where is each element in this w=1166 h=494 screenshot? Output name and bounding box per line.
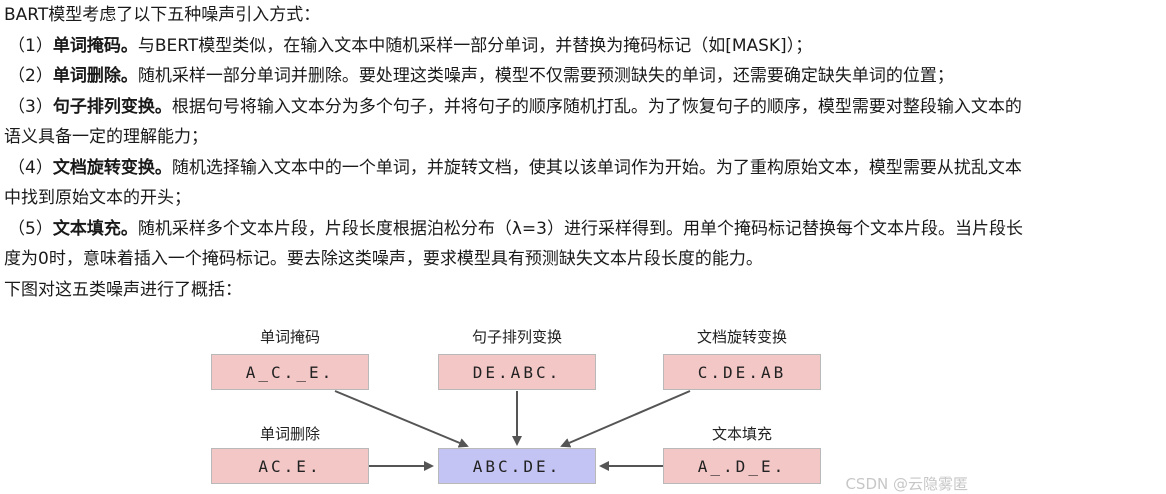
token-masking-box: A_C._E. <box>211 354 369 390</box>
token-deletion-box: AC.E. <box>211 448 369 484</box>
item-prefix: （4） <box>8 157 53 178</box>
document-rotation-box: C.DE.AB <box>663 354 821 390</box>
item-continuation: 度为0时，意味着插入一个掩码标记。要去除这类噪声，要求模型具有预测缺失文本片段长… <box>4 249 763 269</box>
item-token-masking: （1）单词掩码。与BERT模型类似，在输入文本中随机采样一部分单词，并替换为掩码… <box>4 31 1166 62</box>
item-prefix: （2） <box>8 66 53 86</box>
item-text-infilling: （5）文本填充。随机采样多个文本片段，片段长度根据泊松分布（λ=3）进行采样得到… <box>4 214 1166 245</box>
item-title: 文本填充。 <box>52 218 138 239</box>
item-body: 随机选择输入文本中的一个单词，并旋转文档，使其以该单词作为开始。为了重构原始文本… <box>171 157 1022 178</box>
sentence-permutation-label: 句子排列变换 <box>471 328 562 346</box>
intro-line: BART模型考虑了以下五种噪声引入方式： <box>4 5 321 25</box>
csdn-watermark: CSDN @云隐雾匿 <box>845 475 968 493</box>
original-text-box: ABC.DE. <box>438 448 596 484</box>
diagram-arrows <box>334 390 691 471</box>
item-title: 句子排列变换。 <box>52 96 172 117</box>
arrow-from-document-rotation <box>560 390 691 448</box>
item-body: 随机采样多个文本片段，片段长度根据泊松分布（λ=3）进行采样得到。用单个掩码标记… <box>137 218 1023 239</box>
item-document-rotation: （4）文档旋转变换。随机选择输入文本中的一个单词，并旋转文档，使其以该单词作为开… <box>4 153 1166 184</box>
item-prefix: （3） <box>8 96 53 117</box>
item-sentence-permutation: （3）句子排列变换。根据句号将输入文本分为多个句子，并将句子的顺序随机打乱。为了… <box>4 92 1166 123</box>
item-body: 根据句号将输入文本分为多个句子，并将句子的顺序随机打乱。为了恢复句子的顺序，模型… <box>171 96 1022 117</box>
item-body: 随机采样一部分单词并删除。要处理这类噪声，模型不仅需要预测缺失的单词，还需要确定… <box>137 66 954 86</box>
arrow-from-token-masking <box>334 390 469 448</box>
document-rotation-label: 文档旋转变换 <box>696 328 787 346</box>
noise-diagram: 单词掩码 A_C._E. 句子排列变换 DE.ABC. 文档旋转变换 C.DE.… <box>205 320 825 490</box>
item-prefix: （5） <box>8 218 53 239</box>
item-title: 单词删除。 <box>52 66 138 86</box>
item-continuation: 语义具备一定的理解能力； <box>4 127 208 147</box>
item-title: 单词掩码。 <box>52 35 138 56</box>
token-masking-label: 单词掩码 <box>259 328 320 346</box>
text-infilling-box: A_.D_E. <box>663 448 821 484</box>
article-text: BART模型考虑了以下五种噪声引入方式： （1）单词掩码。与BERT模型类似，在… <box>4 5 1166 300</box>
item-continuation: 中找到原始文本的开头； <box>4 188 191 208</box>
text-infilling-label: 文本填充 <box>711 425 772 443</box>
item-title: 文档旋转变换。 <box>52 157 172 178</box>
item-prefix: （1） <box>8 35 53 56</box>
sentence-permutation-box: DE.ABC. <box>438 354 596 390</box>
item-body: 与BERT模型类似，在输入文本中随机采样一部分单词，并替换为掩码标记（如[MAS… <box>137 35 813 56</box>
token-deletion-label: 单词删除 <box>259 425 320 443</box>
summary-line: 下图对这五类噪声进行了概括： <box>4 279 242 300</box>
item-token-deletion: （2）单词删除。随机采样一部分单词并删除。要处理这类噪声，模型不仅需要预测缺失的… <box>4 61 1166 92</box>
